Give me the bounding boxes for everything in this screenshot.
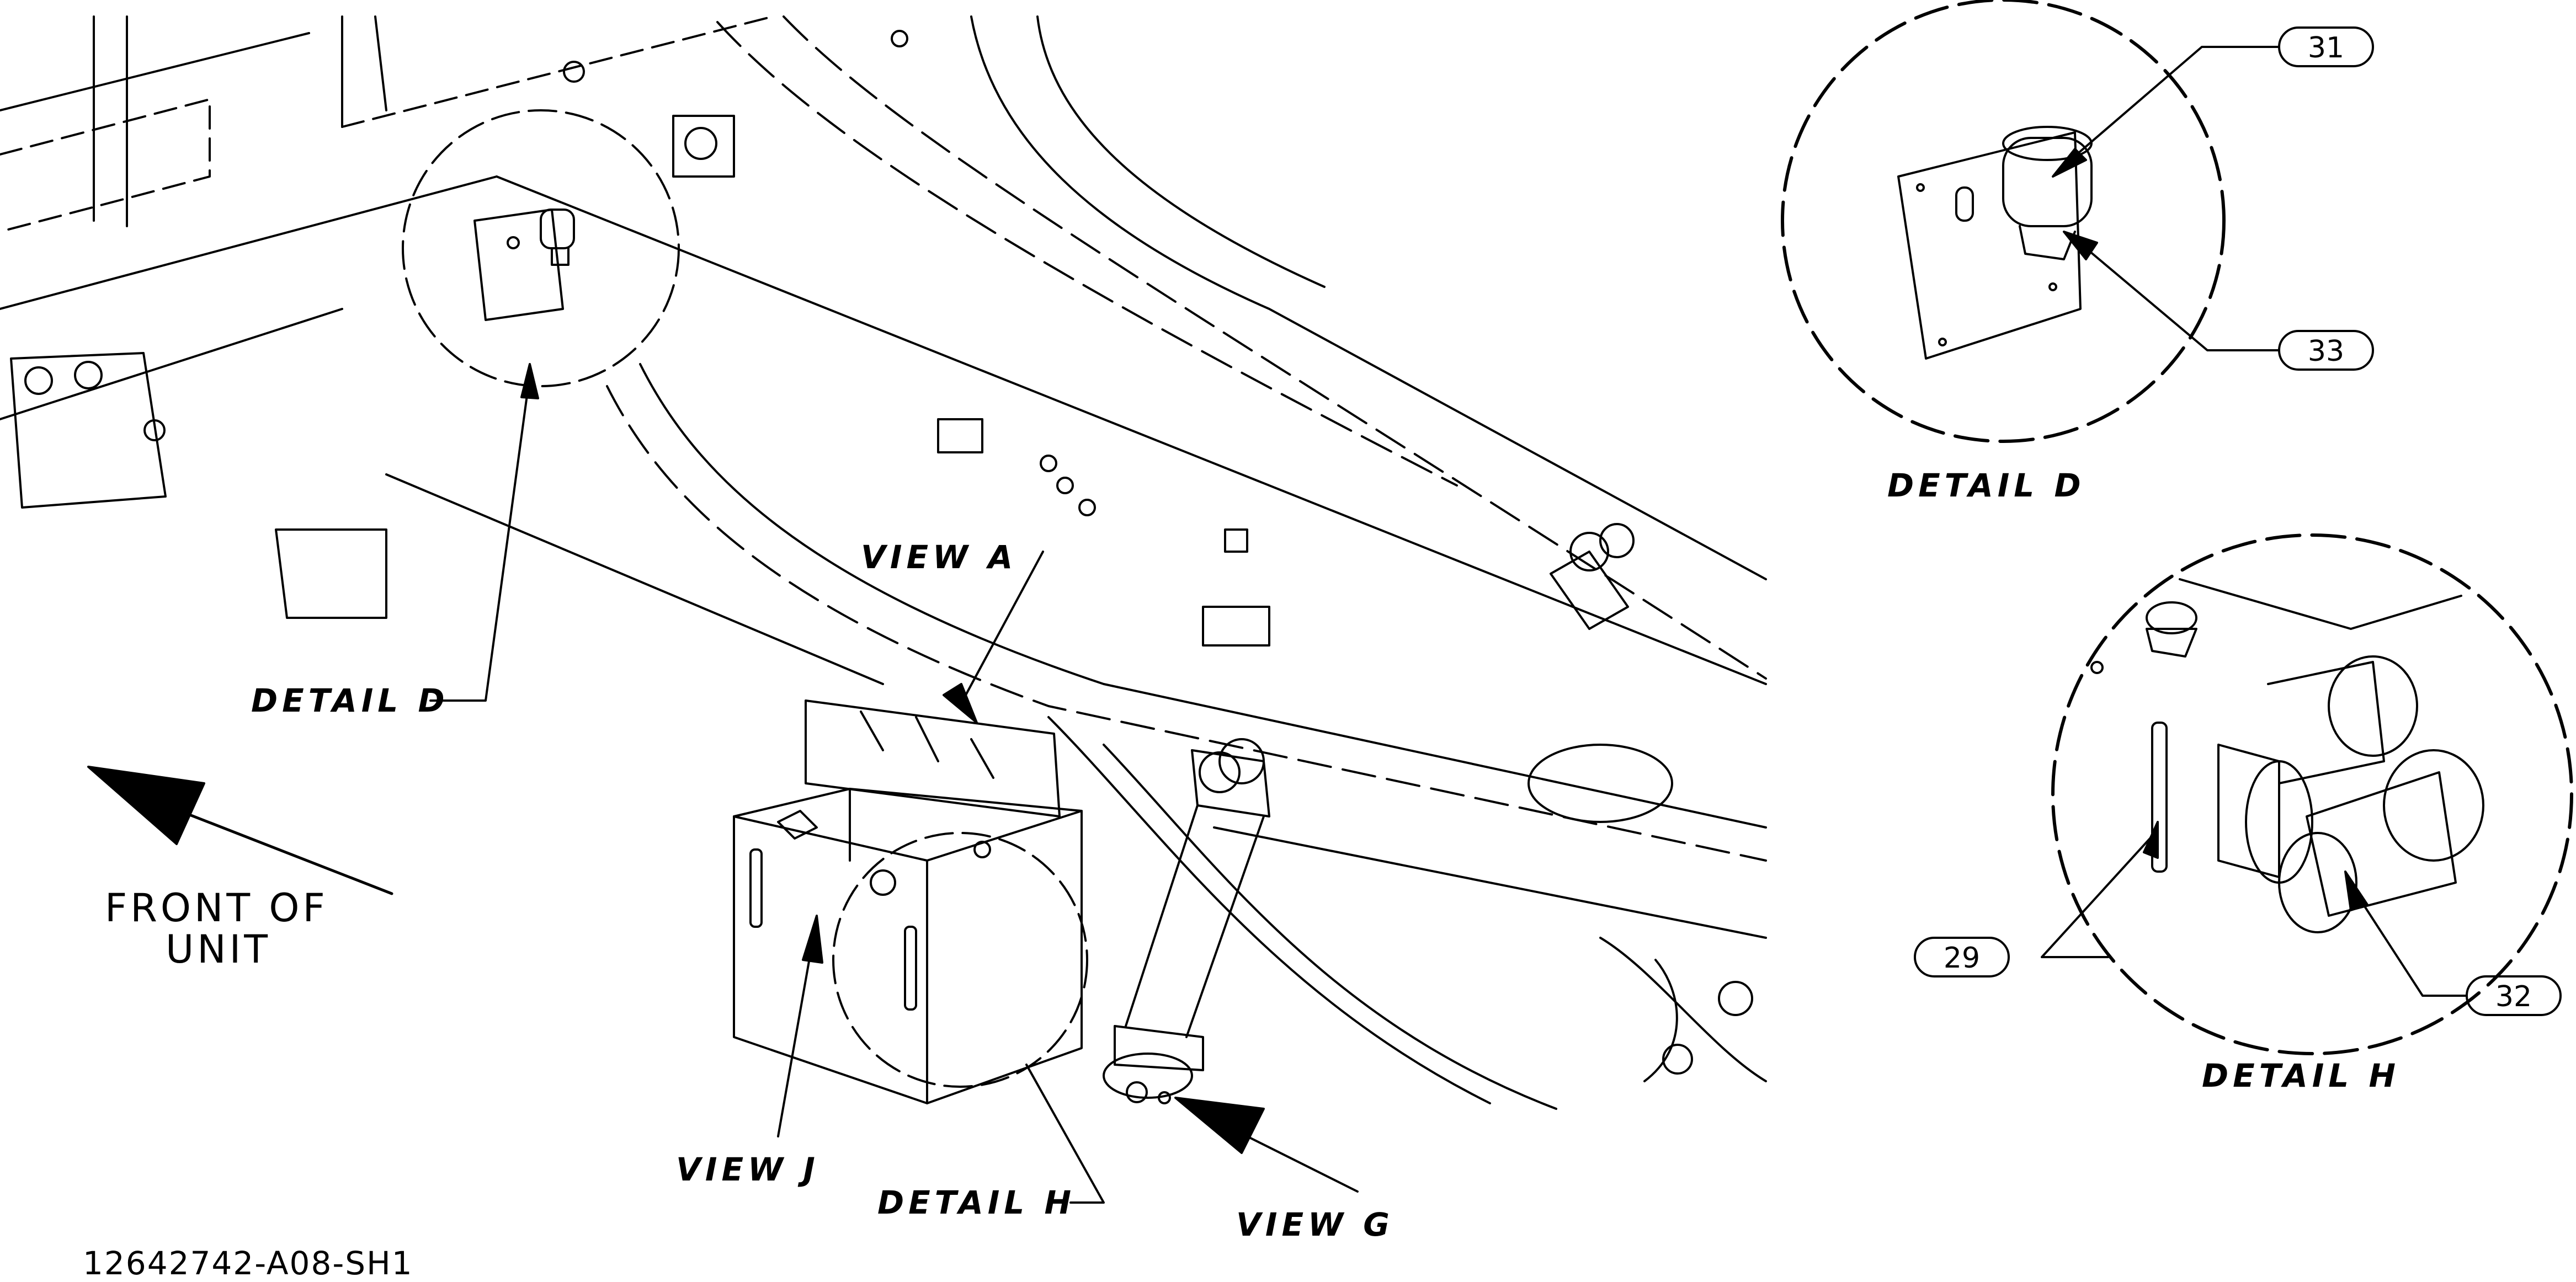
detail-h-main-label: DETAIL H <box>877 1184 1076 1221</box>
detail-h-enlarged <box>2051 533 2573 1055</box>
view-a-label: VIEW A <box>861 538 1017 576</box>
callout-31-balloon <box>2278 26 2374 67</box>
callout-29: 29 <box>1944 942 1980 975</box>
front-of-unit-line1: FRONT OF <box>105 885 328 931</box>
detail-d-reference-circle <box>402 109 680 387</box>
view-j-label: VIEW J <box>676 1151 819 1188</box>
main-frame-linework <box>0 15 1767 1110</box>
callout-33-balloon <box>2278 330 2374 371</box>
callout-31: 31 <box>2308 31 2344 65</box>
detail-h-reference-circle <box>832 832 1088 1088</box>
callout-33: 33 <box>2308 335 2344 368</box>
callout-29-balloon <box>1914 937 2010 977</box>
detail-d-title: DETAIL D <box>1887 467 2085 504</box>
detail-d-enlarged <box>1781 0 2226 443</box>
front-of-unit-line2: UNIT <box>166 927 271 972</box>
view-g-label: VIEW G <box>1236 1206 1394 1243</box>
leader-lines <box>87 363 1359 1204</box>
callout-leaders <box>2041 46 2468 997</box>
callout-32: 32 <box>2495 980 2532 1013</box>
hydraulic-tank-assembly <box>733 699 1083 1104</box>
drawing-number: 12642742-A08-SH1 <box>83 1244 413 1282</box>
hydraulic-cylinder <box>1103 738 1270 1104</box>
callout-32-balloon <box>2466 975 2562 1016</box>
detail-h-title: DETAIL H <box>2202 1057 2400 1094</box>
detail-d-main-label: DETAIL D <box>251 682 449 719</box>
